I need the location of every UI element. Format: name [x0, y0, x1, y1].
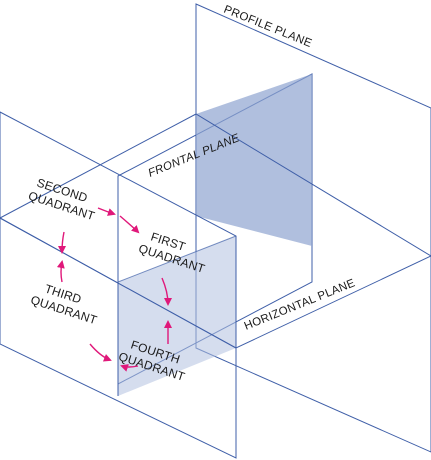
frontal-profile-overlap	[196, 74, 312, 246]
third-quadrant-label: THIRD QUADRANT	[29, 278, 104, 327]
arrow-fourth-to-third	[120, 364, 139, 372]
intersection-line-horizontal-frontal	[0, 217, 237, 349]
intersection-line-frontal	[117, 235, 237, 283]
arrow-first-down	[161, 277, 172, 306]
second-quadrant-label: SECOND QUADRANT	[27, 174, 102, 223]
arrow-first-to-fourth-a	[119, 215, 140, 234]
profile-plane	[195, 3, 431, 453]
arrow-third-to-fourth	[89, 343, 112, 362]
arrow-second-to-first	[97, 207, 116, 216]
left-front-plane	[0, 111, 237, 459]
arrow-second-down	[58, 231, 67, 254]
horizontal-plane-label: HORIZONTAL PLANE	[243, 277, 357, 333]
profile-plane-label: PROFILE PLANE	[222, 4, 314, 50]
arrow-third-up	[56, 260, 65, 283]
